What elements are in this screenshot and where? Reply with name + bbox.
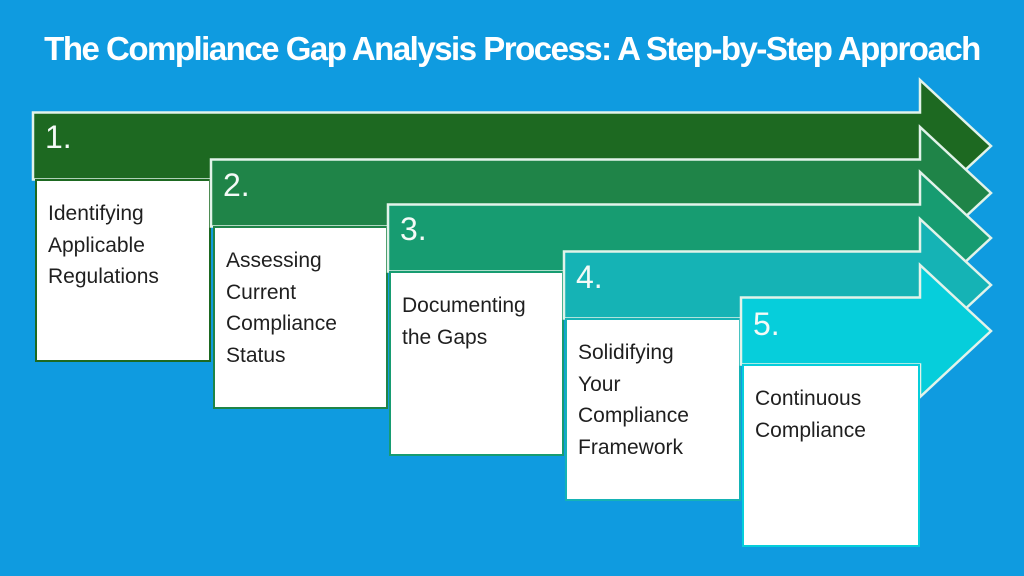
step-3-number-label: 3. xyxy=(400,211,427,247)
page-title: The Compliance Gap Analysis Process: A S… xyxy=(44,30,981,67)
step-5-number-label: 5. xyxy=(753,306,780,342)
step-1-description-card: Identifying Applicable Regulations xyxy=(35,179,211,362)
step-5-description-card: Continuous Compliance xyxy=(742,364,920,547)
step-4-number-label: 4. xyxy=(576,259,603,295)
step-2-number-label: 2. xyxy=(223,167,250,203)
step-3-description-card: Documenting the Gaps xyxy=(389,271,564,456)
step-4-description-card: Solidifying Your Compliance Framework xyxy=(565,318,741,501)
step-2-description-card: Assessing Current Compliance Status xyxy=(213,226,388,409)
step-1-number-label: 1. xyxy=(45,119,72,155)
